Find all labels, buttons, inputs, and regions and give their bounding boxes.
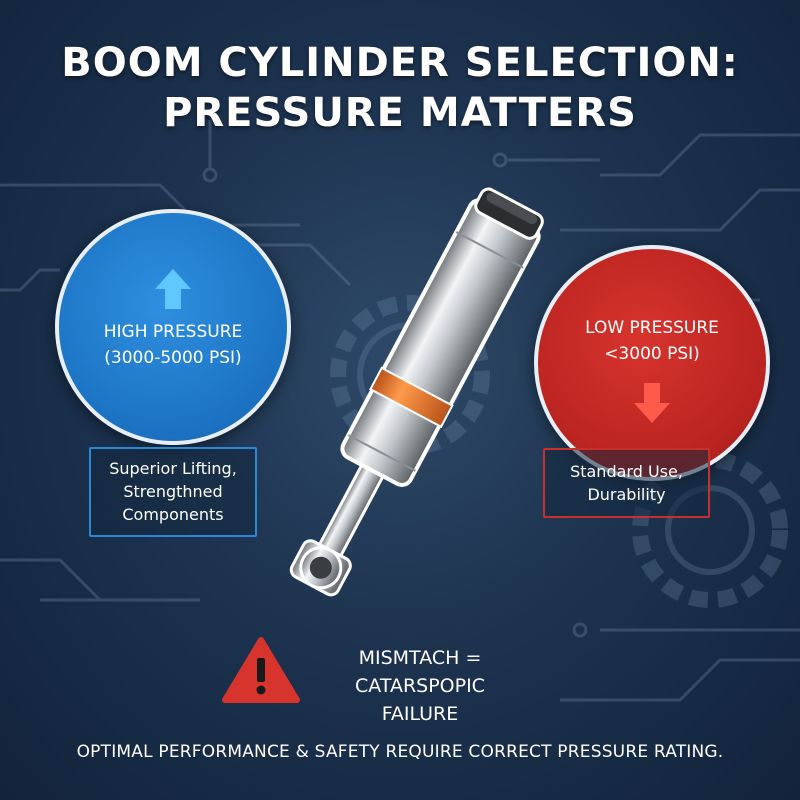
- high-pressure-label: HIGH PRESSURE: [103, 322, 243, 342]
- arrow-down-icon: [634, 383, 670, 423]
- warning-icon: [222, 637, 300, 703]
- warning-line-2: CATARSPOPIC FAILURE: [355, 675, 485, 725]
- low-pressure-label: LOW PRESSURE: [585, 318, 719, 338]
- low-pressure-text: LOW PRESSURE <3000 PSI): [538, 315, 766, 367]
- arrow-up-icon: [155, 269, 191, 309]
- low-desc-line: Durability: [587, 485, 666, 504]
- warning-message: MISMTACH = CATARSPOPIC FAILURE: [320, 644, 520, 728]
- title-line-1: BOOM CYLINDER SELECTION:: [61, 40, 739, 86]
- high-desc-line: Components: [122, 505, 224, 524]
- page-title: BOOM CYLINDER SELECTION: PRESSURE MATTER…: [0, 38, 800, 138]
- high-pressure-text: HIGH PRESSURE (3000-5000 PSI): [59, 319, 287, 371]
- low-pressure-badge: LOW PRESSURE <3000 PSI): [534, 245, 770, 481]
- high-desc-line: Strengthned: [123, 482, 223, 501]
- low-pressure-description: Standard Use, Durability: [543, 448, 710, 518]
- low-desc-line: Standard Use,: [570, 462, 683, 481]
- low-pressure-range: <3000 PSI): [604, 344, 700, 364]
- warning-line-1: MISMTACH =: [358, 647, 482, 669]
- high-pressure-description: Superior Lifting, Strengthned Components: [89, 447, 257, 537]
- footer-note: OPTIMAL PERFORMANCE & SAFETY REQUIRE COR…: [76, 742, 724, 762]
- title-line-2: PRESSURE MATTERS: [163, 90, 637, 136]
- high-desc-line: Superior Lifting,: [109, 459, 237, 478]
- hydraulic-cylinder-illustration: [289, 187, 544, 597]
- high-pressure-range: (3000-5000 PSI): [104, 348, 242, 368]
- high-pressure-badge: HIGH PRESSURE (3000-5000 PSI): [55, 209, 291, 445]
